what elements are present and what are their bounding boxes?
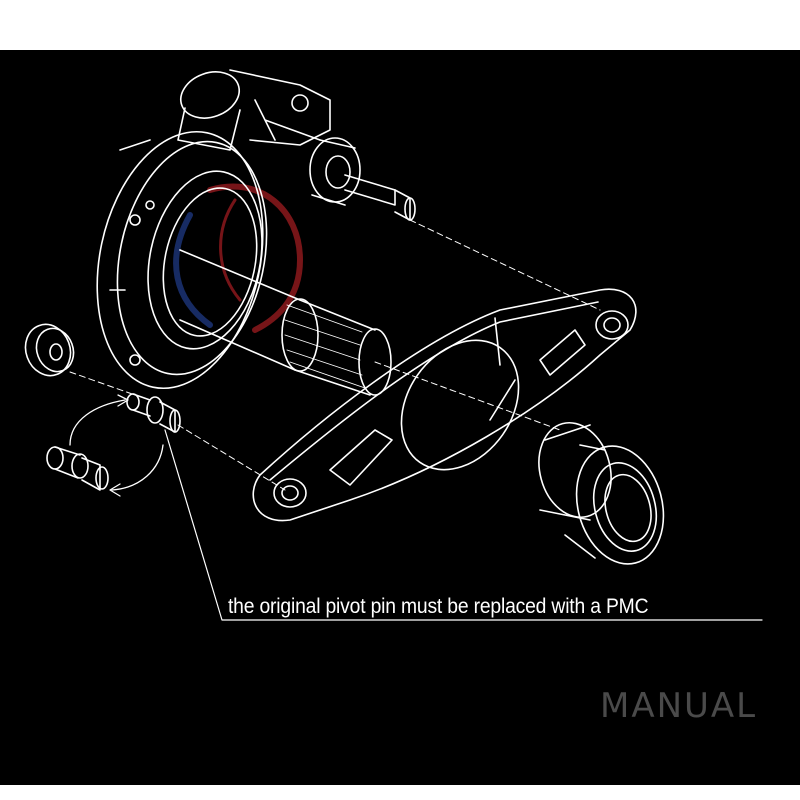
housing-top-boss [177, 69, 361, 206]
release-bearing [538, 421, 665, 565]
release-lever [252, 288, 637, 522]
swap-arrows [69, 394, 164, 497]
pmc-pivot-pin [126, 393, 181, 433]
stub-pin [344, 174, 416, 221]
callout-label: the original pivot pin must be replaced … [228, 595, 649, 618]
callout-leader [164, 429, 763, 621]
diagram-panel [0, 50, 800, 785]
original-pivot-pin [46, 446, 109, 491]
assembly-guide-lines [69, 219, 601, 491]
manual-watermark: MANUAL [600, 686, 758, 726]
washer [24, 323, 75, 377]
splined-shaft [179, 249, 392, 396]
housing-flange [96, 130, 268, 390]
logo-watermark [173, 183, 303, 333]
